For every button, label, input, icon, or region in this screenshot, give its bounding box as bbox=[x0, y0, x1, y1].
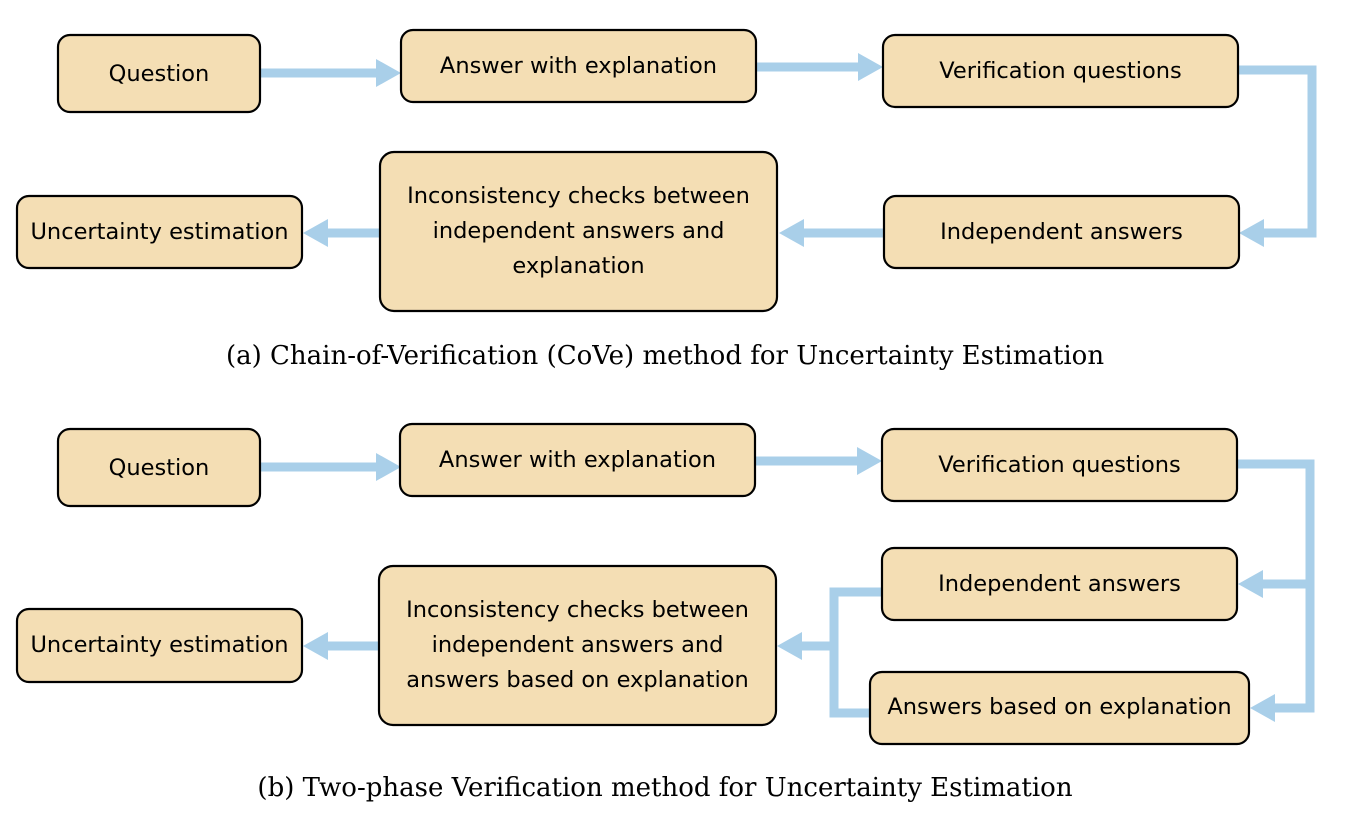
a-node-verification-questions-label: Verification questions bbox=[939, 58, 1182, 84]
b-node-inconsistency-checks-line-2: independent answers and bbox=[432, 632, 724, 658]
a-node-answer-with-explanation: Answer with explanation bbox=[399, 28, 758, 104]
a-arrow-verification-to-independent bbox=[1239, 65, 1317, 238]
b-node-verification-questions: Verification questions bbox=[880, 427, 1239, 503]
a-arrowhead-verification bbox=[858, 53, 883, 81]
b-node-question: Question bbox=[56, 427, 262, 508]
diagram-a-connectors bbox=[261, 53, 1317, 247]
a-node-independent-answers-label: Independent answers bbox=[940, 219, 1183, 245]
b-arrowhead-checks bbox=[777, 632, 802, 660]
b-node-answers-based-on-explanation: Answers based on explanation bbox=[868, 670, 1251, 746]
a-node-inconsistency-checks-line-1: Inconsistency checks between bbox=[407, 183, 750, 209]
a-node-question-label: Question bbox=[109, 61, 210, 87]
b-arrow-merge-from-answers bbox=[829, 587, 882, 718]
b-node-inconsistency-checks-line-3: answers based on explanation bbox=[406, 667, 749, 693]
b-node-question-label: Question bbox=[109, 455, 210, 481]
a-node-independent-answers: Independent answers bbox=[882, 194, 1241, 270]
a-node-inconsistency-checks-line-3: explanation bbox=[512, 253, 644, 279]
a-arrowhead-uncertainty bbox=[303, 219, 328, 247]
diagram-b-caption: (b) Two-phase Verification method for Un… bbox=[257, 773, 1072, 803]
a-node-question: Question bbox=[56, 33, 262, 114]
a-node-inconsistency-checks-line-2: independent answers and bbox=[433, 218, 725, 244]
a-node-uncertainty-estimation-label: Uncertainty estimation bbox=[30, 219, 288, 245]
diagram-b: Question Answer with explanation Verific… bbox=[15, 422, 1315, 803]
a-arrowhead-checks bbox=[779, 219, 804, 247]
b-arrowhead-uncertainty bbox=[303, 632, 328, 660]
b-node-inconsistency-checks-line-1: Inconsistency checks between bbox=[406, 597, 749, 623]
a-arrowhead-independent bbox=[1239, 219, 1264, 247]
a-node-verification-questions: Verification questions bbox=[881, 33, 1240, 109]
b-node-answer-with-explanation-label: Answer with explanation bbox=[439, 447, 716, 473]
a-node-uncertainty-estimation: Uncertainty estimation bbox=[15, 194, 304, 270]
diagram-a: Question Answer with explanation Verific… bbox=[15, 28, 1317, 371]
diagram-b-connectors bbox=[261, 447, 1315, 722]
b-arrowhead-verification bbox=[857, 447, 882, 475]
b-node-uncertainty-estimation-label: Uncertainty estimation bbox=[30, 632, 288, 658]
diagram-a-caption: (a) Chain-of-Verification (CoVe) method … bbox=[226, 341, 1104, 371]
b-arrowhead-answers-based bbox=[1250, 694, 1275, 722]
b-node-inconsistency-checks: Inconsistency checks between independent… bbox=[377, 564, 778, 727]
b-node-answers-based-on-explanation-label: Answers based on explanation bbox=[887, 694, 1231, 720]
b-node-verification-questions-label: Verification questions bbox=[938, 452, 1181, 478]
b-node-independent-answers: Independent answers bbox=[880, 546, 1239, 622]
a-arrowhead-answer bbox=[376, 59, 401, 87]
b-arrowhead-answer bbox=[376, 453, 401, 481]
a-node-inconsistency-checks: Inconsistency checks between independent… bbox=[378, 150, 779, 313]
b-node-uncertainty-estimation: Uncertainty estimation bbox=[15, 607, 304, 684]
b-node-independent-answers-label: Independent answers bbox=[938, 571, 1181, 597]
b-node-answer-with-explanation: Answer with explanation bbox=[398, 422, 757, 498]
b-arrowhead-independent bbox=[1238, 570, 1263, 598]
a-node-answer-with-explanation-label: Answer with explanation bbox=[440, 53, 717, 79]
